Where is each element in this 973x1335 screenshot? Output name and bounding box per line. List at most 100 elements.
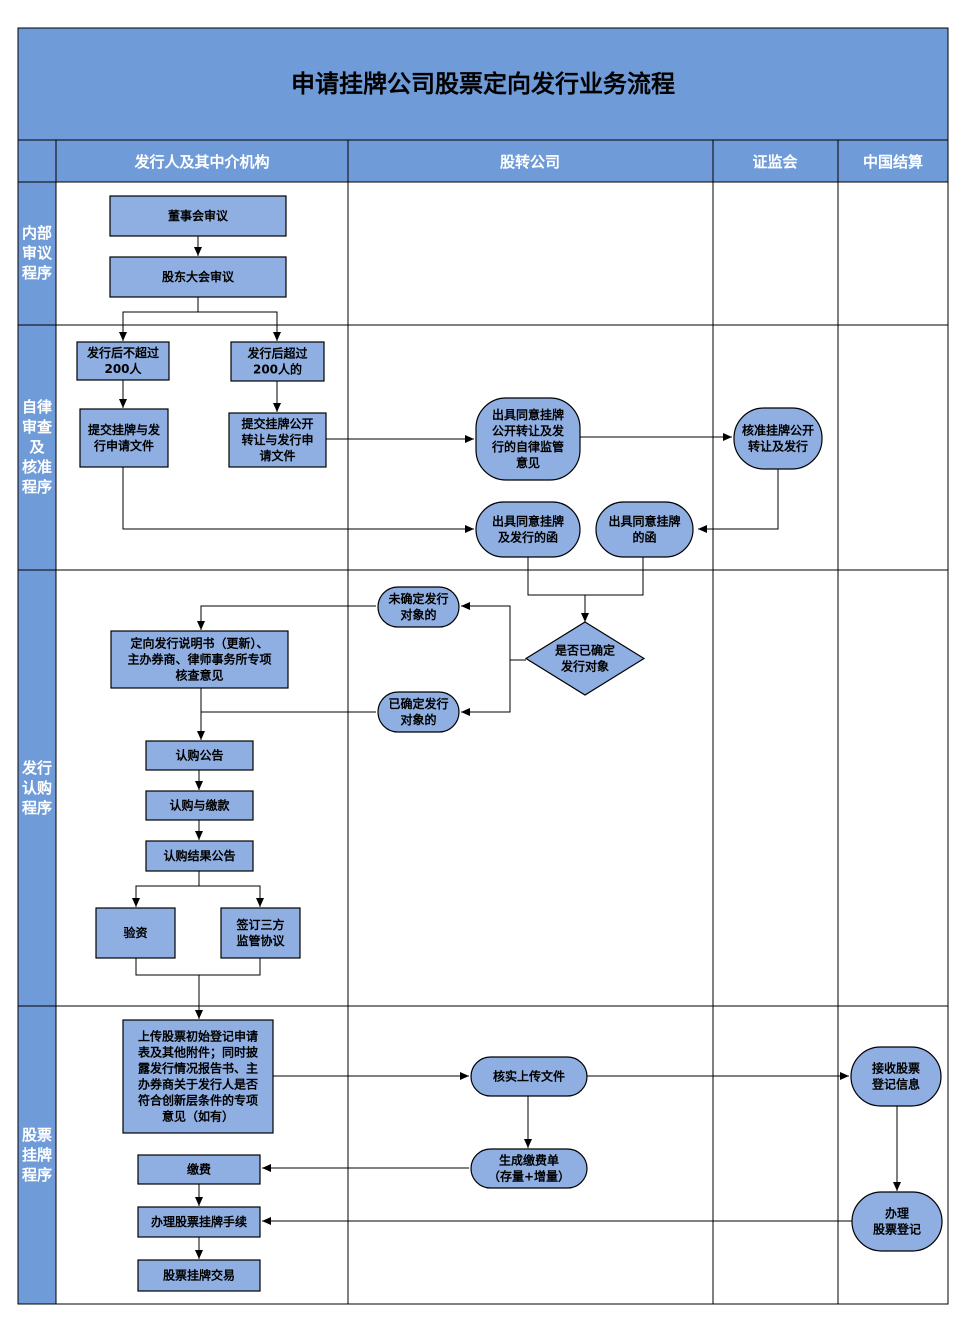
node-shape	[595, 501, 694, 558]
node-label: 股东大会审议	[162, 269, 235, 284]
column-header-issuer: 发行人及其中介机构	[133, 153, 269, 171]
node-neeq-opinion: 出具同意挂牌公开转让及发行的自律监管意见	[475, 397, 581, 481]
node-shape	[470, 1056, 588, 1097]
node-board: 董事会审议	[109, 195, 287, 237]
node-tripartite: 签订三方监管协议	[220, 907, 301, 959]
node-shape	[377, 691, 460, 733]
node-shape	[76, 341, 170, 381]
node-sub-result: 认购结果公告	[145, 840, 254, 872]
header-bands	[18, 28, 948, 1304]
node-label: 股票挂牌交易	[163, 1268, 235, 1283]
node-undetermined: 未确定发行对象的	[377, 586, 460, 628]
node-determined: 已确定发行对象的	[377, 691, 460, 733]
node-shape	[110, 630, 289, 689]
node-label: 未确定发行对象的	[387, 591, 448, 622]
node-label: 核准挂牌公开转让及发行	[742, 423, 814, 454]
node-label: 提交挂牌与发行申请文件	[88, 422, 161, 453]
swimlane-grid	[17, 27, 949, 1305]
node-label: 出具同意挂牌及发行的函	[492, 514, 564, 545]
node-prospectus: 定向发行说明书（更新）、主办券商、律师事务所专项核查意见	[110, 630, 289, 689]
node-shape	[109, 195, 287, 237]
node-shape	[145, 840, 254, 872]
node-label: 是否已确定发行对象	[554, 643, 615, 674]
node-decision: 是否已确定发行对象	[524, 621, 646, 696]
node-register: 办理股票登记	[851, 1191, 943, 1252]
node-sub-notice: 认购公告	[145, 740, 254, 771]
node-shape	[122, 1019, 274, 1134]
node-label: 上传股票初始登记申请表及其他附件；同时披露发行情况报告书、主办券商关于发行人是否…	[137, 1029, 259, 1124]
node-label: 接收股票登记信息	[871, 1061, 920, 1092]
title-band	[18, 28, 948, 140]
node-label: 缴费	[187, 1162, 211, 1177]
node-label: 出具同意挂牌的函	[608, 514, 680, 545]
connectors	[119, 236, 901, 1259]
node-upload: 上传股票初始登记申请表及其他附件；同时披露发行情况报告书、主办券商关于发行人是否…	[122, 1019, 274, 1134]
node-label: 出具同意挂牌公开转让及发行的自律监管意见	[491, 407, 565, 470]
node-shape	[137, 1259, 261, 1292]
node-shape	[109, 256, 287, 298]
phase-label-2: 自律审查及核准程序	[22, 398, 53, 496]
node-letter-list: 出具同意挂牌的函	[595, 501, 694, 558]
column-header-csrc: 证监会	[752, 153, 797, 171]
node-csrc-approve: 核准挂牌公开转让及发行	[733, 407, 823, 470]
node-label: 核实上传文件	[493, 1069, 565, 1084]
node-pay: 缴费	[137, 1154, 261, 1185]
node-listing-proc: 办理股票挂牌手续	[137, 1206, 261, 1238]
node-shape	[137, 1206, 261, 1238]
column-header-band	[18, 140, 948, 182]
node-shape	[95, 907, 176, 959]
node-submit-over: 提交挂牌公开转让与发行申请文件	[228, 412, 327, 468]
node-label: 生成缴费单（存量+增量）	[488, 1153, 570, 1184]
node-sub-pay: 认购与缴款	[145, 790, 254, 821]
node-shape	[470, 1148, 588, 1189]
node-shape	[145, 790, 254, 821]
node-label: 办理股票挂牌手续	[151, 1214, 247, 1229]
node-shape	[145, 740, 254, 771]
node-label: 已确定发行对象的	[388, 696, 448, 727]
node-shape	[475, 501, 581, 558]
node-label: 签订三方监管协议	[235, 917, 285, 948]
node-receive: 接收股票登记信息	[850, 1046, 942, 1107]
node-letter-issue: 出具同意挂牌及发行的函	[475, 501, 581, 558]
node-shape	[230, 341, 325, 382]
node-shape	[475, 397, 581, 481]
phase-label-1: 内部审议程序	[22, 224, 53, 282]
node-label: 办理股票登记	[873, 1206, 921, 1237]
node-shape	[377, 586, 460, 628]
node-verify: 验资	[95, 907, 176, 959]
node-check: 核实上传文件	[470, 1056, 588, 1097]
column-header-csdc: 中国结算	[863, 153, 923, 171]
node-shape	[79, 408, 169, 468]
node-label: 定向发行说明书（更新）、主办券商、律师事务所专项核查意见	[127, 636, 271, 683]
node-shape	[524, 621, 646, 696]
node-submit-under: 提交挂牌与发行申请文件	[79, 408, 169, 468]
column-headers: 发行人及其中介机构 股转公司 证监会 中国结算	[133, 153, 923, 171]
column-header-neeq: 股转公司	[500, 153, 560, 171]
node-label: 认购结果公告	[163, 848, 235, 863]
node-shape	[228, 412, 327, 468]
node-label: 验资	[123, 925, 147, 940]
node-shape	[850, 1046, 942, 1107]
node-shape	[137, 1154, 261, 1185]
phase-label-band	[18, 182, 56, 1304]
node-label: 认购公告	[175, 748, 223, 763]
phase-label-3: 发行认购程序	[21, 759, 52, 817]
node-trading: 股票挂牌交易	[137, 1259, 261, 1292]
node-label: 认购与缴款	[169, 798, 230, 813]
node-label: 董事会审议	[168, 208, 229, 223]
node-shape	[733, 407, 823, 470]
node-shape	[851, 1191, 943, 1252]
node-label: 提交挂牌公开转让与发行申请文件	[241, 416, 313, 463]
page-title: 申请挂牌公司股票定向发行业务流程	[291, 70, 675, 98]
node-shareholders: 股东大会审议	[109, 256, 287, 298]
node-shape	[220, 907, 301, 959]
phase-label-4: 股票挂牌程序	[22, 1126, 52, 1184]
node-bill: 生成缴费单（存量+增量）	[470, 1148, 588, 1189]
